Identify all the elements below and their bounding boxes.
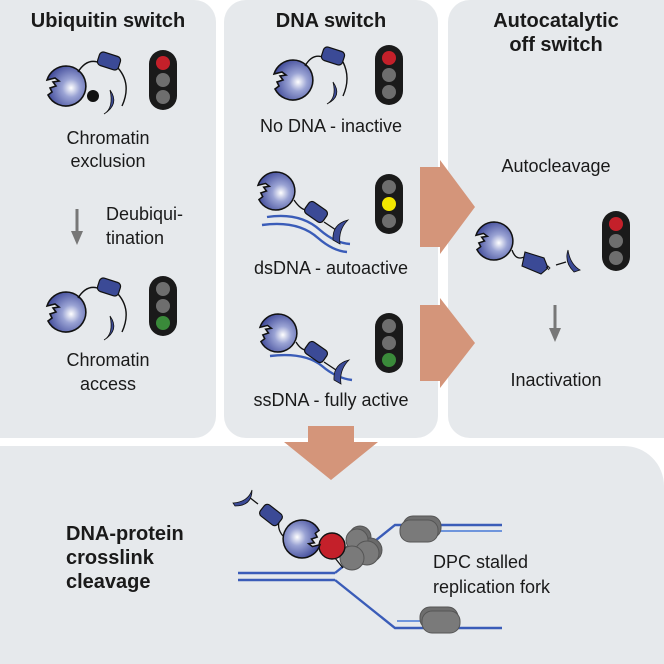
label-chromatin-access-line1: Chromatin <box>66 350 150 370</box>
protein-ubiquitinated-icon <box>46 51 127 115</box>
panel-title-autocatalytic-line2: off switch <box>509 34 603 56</box>
label-no-dna-inactive: No DNA - inactive <box>259 116 403 136</box>
arrow-ssdna-to-autocleavage-icon <box>420 298 475 388</box>
bottom-title-line3: cleavage <box>66 571 151 593</box>
protein-no-dna-icon <box>273 46 348 105</box>
arrow-deubiquitination-icon <box>71 209 83 245</box>
traffic-light-red-icon <box>149 50 177 110</box>
label-chromatin-access-line2: access <box>79 374 137 394</box>
panel-title-autocatalytic-line1: Autocatalytic <box>493 10 619 32</box>
label-chromatin-exclusion-line2: exclusion <box>70 151 146 171</box>
label-deubiquitination-line2: tination <box>106 228 165 248</box>
bottom-title-line2: crosslink <box>66 547 154 569</box>
label-ssdna-fully-active: ssDNA - fully active <box>253 390 409 410</box>
traffic-light-red-icon <box>375 45 403 105</box>
helicase-icon <box>339 525 383 571</box>
arrow-inactivation-icon <box>549 305 561 342</box>
label-dpc-stalled-line1: DPC stalled <box>433 552 529 572</box>
arrow-ssdna-to-dpc-icon <box>284 426 378 480</box>
traffic-light-green-icon <box>375 313 403 373</box>
arrow-dsdna-to-autocleavage-icon <box>420 160 475 254</box>
label-chromatin-exclusion-line1: Chromatin <box>66 128 150 148</box>
protein-on-dsdna-icon <box>257 171 351 254</box>
bottom-title-line1: DNA-protein <box>66 523 184 545</box>
protein-deubiquitinated-icon <box>46 277 127 341</box>
polymerase-upper-icon <box>399 515 442 543</box>
label-autocleavage: Autocleavage <box>501 156 611 176</box>
protein-autocleaved-icon <box>475 221 581 275</box>
traffic-light-yellow-icon <box>375 174 403 234</box>
protease-bound-to-dpc-icon <box>232 489 321 559</box>
panel-title-ubiquitin-switch: Ubiquitin switch <box>30 10 186 32</box>
traffic-light-green-icon <box>149 276 177 336</box>
panel-ubiquitin-switch <box>0 0 216 438</box>
label-deubiquitination-line1: Deubiqui- <box>106 204 184 224</box>
polymerase-lower-icon <box>419 606 461 634</box>
panel-title-dna-switch: DNA switch <box>275 10 387 32</box>
traffic-light-red-icon <box>602 211 630 271</box>
label-inactivation: Inactivation <box>510 370 602 390</box>
protein-on-ssdna-icon <box>259 313 353 385</box>
label-dpc-stalled-line2: replication fork <box>433 577 551 597</box>
label-dsdna-autoactive: dsDNA - autoactive <box>253 258 409 278</box>
